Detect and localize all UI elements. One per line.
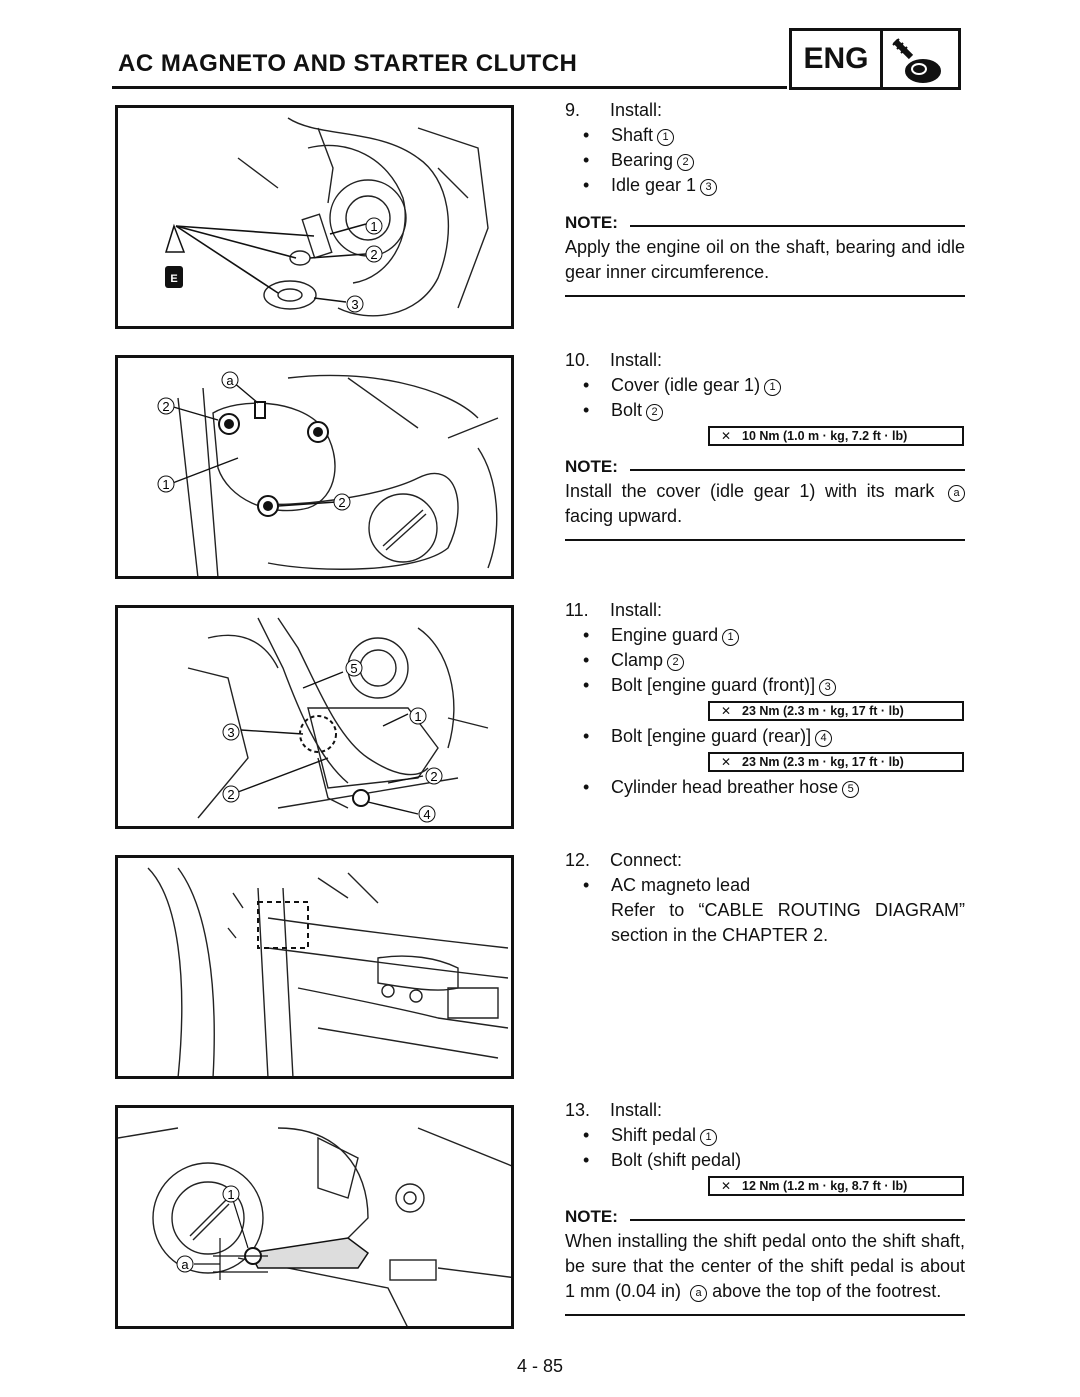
step-number: 10. — [565, 350, 591, 370]
figure2-callout-2b: 2 — [338, 495, 345, 510]
wrench-icon: ✕ — [720, 703, 732, 718]
note-text: Install the cover (idle gear 1) with its… — [565, 479, 965, 529]
wrench-icon: ✕ — [720, 1178, 732, 1193]
figure5-callout-1: 1 — [227, 1187, 234, 1202]
page-number: 4 - 85 — [516, 1356, 564, 1376]
list-item: •Bolt [engine guard (rear)]4 — [565, 724, 965, 749]
figure2-callout-a: a — [226, 373, 234, 388]
note-end-rule — [565, 295, 965, 297]
note-heading: NOTE: — [565, 454, 965, 479]
figure-engine-guard: 5 1 3 2 2 4 — [115, 605, 514, 829]
step-number: 13. — [565, 1100, 591, 1120]
list-item: •Bolt [engine guard (front)]3 — [565, 673, 965, 698]
figure3-callout-3: 3 — [227, 725, 234, 740]
note-heading: NOTE: — [565, 1204, 965, 1229]
step-number: 9. — [565, 100, 581, 120]
engine-icon — [883, 31, 958, 87]
note-text: When installing the shift pedal onto the… — [565, 1231, 965, 1302]
wrench-icon: ✕ — [720, 428, 732, 443]
note-end-rule — [565, 1314, 965, 1316]
list-item: •Bolt (shift pedal) — [583, 1150, 742, 1170]
step-action: Connect: — [610, 850, 683, 870]
note-end-rule — [565, 539, 965, 541]
figure-shift-pedal: 1 a — [115, 1105, 514, 1329]
torque-spec: ✕10 Nm (1.0 m · kg, 7.2 ft · lb) — [708, 426, 964, 446]
eng-badge: ENG — [789, 28, 961, 90]
list-item: •AC magneto lead — [583, 875, 751, 895]
eng-label: ENG — [792, 31, 883, 87]
figure2-callout-1: 1 — [162, 477, 169, 492]
figure3-callout-5: 5 — [350, 661, 357, 676]
step-action: Install: — [610, 100, 663, 120]
figure3-callout-1: 1 — [414, 709, 421, 724]
engine-oil-mark: E — [170, 273, 177, 285]
figure-idle-gear-cover: a 2 1 2 — [115, 355, 514, 579]
step-number: 12. — [565, 850, 591, 870]
figure3-callout-2: 2 — [430, 769, 437, 784]
step-action: Install: — [610, 1100, 663, 1120]
figure1-callout-3: 3 — [351, 297, 358, 312]
note-heading: NOTE: — [565, 210, 965, 235]
figure2-callout-2: 2 — [162, 399, 169, 414]
step-action: Install: — [610, 600, 663, 620]
figure5-callout-a: a — [181, 1257, 189, 1272]
torque-spec: ✕23 Nm (2.3 m · kg, 17 ft · lb) — [708, 752, 964, 772]
figure-ac-magneto-lead — [115, 855, 514, 1079]
wrench-icon: ✕ — [720, 754, 732, 769]
refer-text: Refer to “CABLE ROUTING DIAGRAM” section… — [611, 900, 965, 945]
torque-spec: ✕23 Nm (2.3 m · kg, 17 ft · lb) — [708, 701, 964, 721]
step-number: 11. — [565, 600, 589, 620]
figure1-callout-2: 2 — [370, 247, 377, 262]
header-rule — [112, 86, 787, 89]
figure1-callout-1: 1 — [370, 219, 377, 234]
figure-shaft-bearing-idle-gear: E 1 2 3 — [115, 105, 514, 329]
step-action: Install: — [610, 350, 663, 370]
step-12: 12. Connect: •AC magneto lead Refer to “C… — [565, 848, 965, 948]
figure3-callout-2b: 2 — [227, 787, 234, 802]
note-text: Apply the engine oil on the shaft, beari… — [565, 237, 965, 282]
section-title: AC MAGNETO AND STARTER CLUTCH — [118, 50, 578, 77]
torque-spec: ✕12 Nm (1.2 m · kg, 8.7 ft · lb) — [708, 1176, 964, 1196]
figure3-callout-4: 4 — [423, 807, 430, 822]
list-item: •Cover (idle gear 1)1 — [565, 373, 965, 398]
